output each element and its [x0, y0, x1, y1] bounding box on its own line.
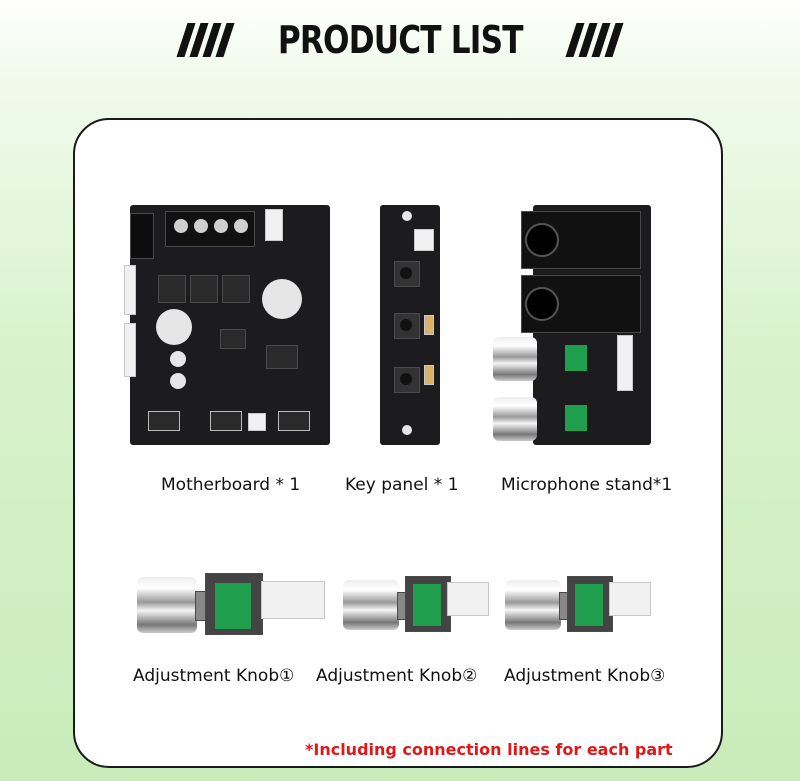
push-button-cap-icon [400, 319, 412, 331]
resistor-icon [424, 315, 434, 335]
potentiometer-icon [565, 345, 587, 371]
screw-icon [234, 219, 248, 233]
capacitor-icon [262, 279, 302, 319]
connector-icon [248, 413, 266, 431]
adjustment-knob-2-label: Adjustment Knob② [316, 666, 478, 686]
adjustment-knob-1-label: Adjustment Knob① [133, 666, 295, 686]
connector-icon [617, 335, 633, 391]
connector-icon [414, 229, 434, 251]
stripes-right-icon [565, 23, 624, 57]
push-button-cap-icon [400, 373, 412, 385]
adjustment-knob-2-image [343, 572, 491, 632]
capacitor-icon [170, 351, 186, 367]
knob-icon [505, 580, 561, 630]
microphone-stand-image [493, 205, 653, 445]
connection-lines-note: *Including connection lines for each par… [305, 740, 673, 759]
connector-icon [609, 582, 651, 616]
stripes-left-icon [176, 23, 235, 57]
page-header: PRODUCT LIST [0, 0, 800, 80]
adjustment-knob-3-label: Adjustment Knob③ [504, 666, 666, 686]
jack-hole-icon [525, 223, 559, 257]
key-panel-label: Key panel * 1 [345, 475, 459, 495]
power-jack-icon [130, 213, 154, 259]
potentiometer-icon [565, 405, 587, 431]
header-pins-icon [210, 411, 242, 431]
knob-icon [137, 577, 197, 633]
mounting-hole-icon [402, 211, 412, 221]
header-pins-icon [278, 411, 310, 431]
resistor-icon [424, 365, 434, 385]
knob-icon [493, 397, 537, 441]
inductor-icon [158, 275, 186, 303]
connector-icon [447, 582, 489, 616]
potentiometer-icon [413, 584, 441, 626]
connector-icon [124, 323, 136, 377]
screw-icon [194, 219, 208, 233]
mounting-hole-icon [402, 425, 412, 435]
connector-icon [124, 265, 136, 315]
inductor-icon [222, 275, 250, 303]
capacitor-icon [170, 373, 186, 389]
adjustment-knob-3-image [505, 572, 653, 632]
screw-icon [214, 219, 228, 233]
motherboard-label: Motherboard * 1 [161, 475, 301, 495]
push-button-cap-icon [400, 267, 412, 279]
microphone-stand-label: Microphone stand*1 [501, 475, 673, 495]
ic-chip-icon [220, 329, 246, 349]
jack-hole-icon [525, 287, 559, 321]
key-panel-image [380, 205, 440, 445]
connector-icon [261, 581, 325, 619]
header-pins-icon [148, 411, 180, 431]
inductor-icon [190, 275, 218, 303]
product-panel: Motherboard * 1 Key panel * 1 Microphone… [73, 118, 723, 768]
switch-icon [265, 209, 283, 241]
ic-chip-icon [266, 345, 298, 369]
motherboard-image [124, 205, 330, 445]
capacitor-icon [156, 309, 192, 345]
potentiometer-icon [575, 584, 603, 626]
page-title: PRODUCT LIST [277, 18, 524, 62]
adjustment-knob-1-image [137, 565, 329, 637]
knob-icon [343, 580, 399, 630]
knob-icon [493, 337, 537, 381]
potentiometer-icon [215, 583, 251, 629]
screw-icon [174, 219, 188, 233]
